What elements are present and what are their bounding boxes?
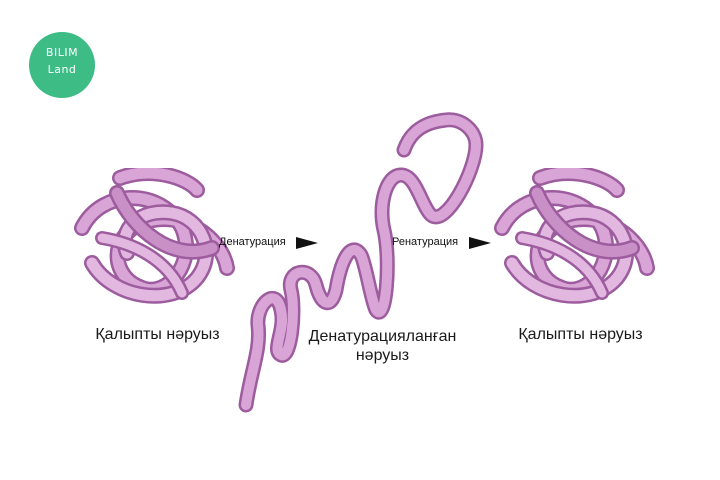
caption-denatured: Денатурацияланған нәруыз [295, 327, 470, 365]
caption-denatured-line1: Денатурацияланған [308, 328, 457, 345]
arrow-right-icon [469, 237, 491, 249]
renaturation-label: Ренатурация [392, 236, 459, 248]
caption-denatured-line2: нәруыз [355, 347, 410, 364]
logo-text-land: Land [47, 63, 77, 76]
native-protein-right [494, 168, 655, 304]
bilimland-logo: BILIM Land [29, 32, 95, 98]
native-protein-left [74, 168, 235, 304]
caption-native-left: Қалыпты нәруыз [95, 326, 220, 343]
arrow-right-icon [296, 237, 318, 249]
denatured-protein [238, 112, 484, 413]
caption-native-right: Қалыпты нәруыз [518, 326, 643, 343]
denaturation-label: Денатурация [219, 236, 286, 248]
logo-text-bilim: BILIM [45, 46, 79, 59]
